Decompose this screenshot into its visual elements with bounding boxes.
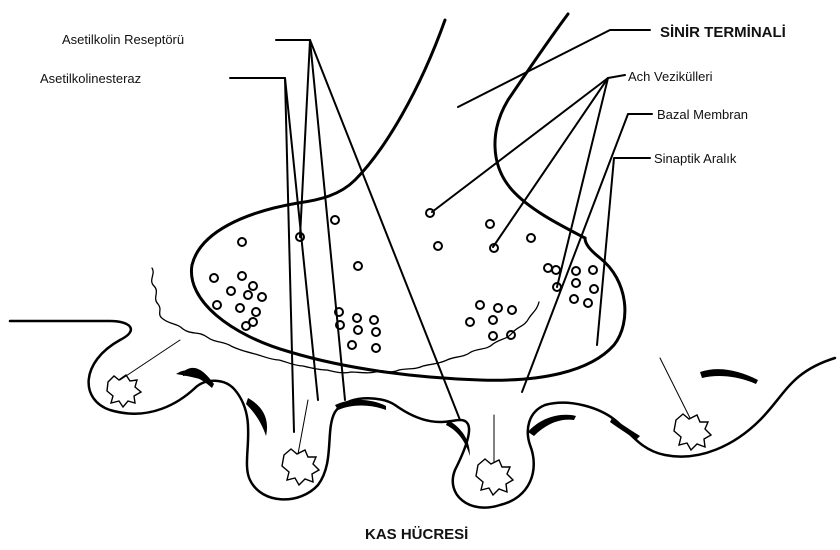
- muscle-membrane: [10, 321, 835, 508]
- fold-connectors: [120, 340, 690, 462]
- receptor-label: Asetilkolin Reseptörü: [62, 33, 184, 46]
- vesicle: [238, 238, 246, 246]
- fold-thickenings: [176, 368, 758, 456]
- nerve-terminal-label: SİNİR TERMİNALİ: [660, 25, 786, 40]
- vesicles-pointer-2: [493, 78, 608, 247]
- vesicle: [552, 266, 560, 274]
- vesicle: [370, 316, 378, 324]
- vesicle: [354, 326, 362, 334]
- vesicle: [353, 314, 361, 322]
- synaptic-cleft-label: Sinaptik Aralık: [654, 152, 736, 165]
- vesicle: [238, 272, 246, 280]
- vesicle: [572, 267, 580, 275]
- basal-membrane-line: [152, 268, 539, 373]
- esterase-label: Asetilkolinesteraz: [40, 72, 141, 85]
- nerve-terminal-pointer: [458, 30, 650, 107]
- vesicle: [572, 279, 580, 287]
- vesicle: [544, 264, 552, 272]
- vesicle: [570, 295, 578, 303]
- vesicle: [489, 332, 497, 340]
- vesicle: [331, 216, 339, 224]
- vesicle: [584, 299, 592, 307]
- vesicle: [354, 262, 362, 270]
- vesicle: [244, 291, 252, 299]
- vesicle: [494, 304, 502, 312]
- vesicle: [258, 293, 266, 301]
- vesicle: [227, 287, 235, 295]
- muscle-cell-label: KAS HÜCRESİ: [365, 527, 468, 542]
- vesicle: [486, 220, 494, 228]
- vesicle: [476, 301, 484, 309]
- basal-membrane-pointer: [522, 114, 652, 392]
- pointer-lines: [230, 30, 652, 432]
- vesicle: [348, 341, 356, 349]
- vesicle: [527, 234, 535, 242]
- vesicle: [213, 301, 221, 309]
- vesicle: [236, 304, 244, 312]
- vesicle: [242, 322, 250, 330]
- esterase-pointer: [230, 78, 294, 432]
- vesicle: [508, 306, 516, 314]
- vesicle: [466, 318, 474, 326]
- vesicles-label: Ach Vezikülleri: [628, 70, 713, 83]
- vesicle: [252, 308, 260, 316]
- vesicle: [589, 266, 597, 274]
- vesicles-pointer-3: [557, 78, 608, 287]
- vesicle: [590, 285, 598, 293]
- basal-membrane-label: Bazal Membran: [657, 108, 748, 121]
- vesicle: [372, 344, 380, 352]
- vesicle: [372, 328, 380, 336]
- vesicle: [210, 274, 218, 282]
- vesicle: [434, 242, 442, 250]
- vesicle: [249, 282, 257, 290]
- vesicle: [489, 316, 497, 324]
- receptor-clumps: [107, 375, 711, 495]
